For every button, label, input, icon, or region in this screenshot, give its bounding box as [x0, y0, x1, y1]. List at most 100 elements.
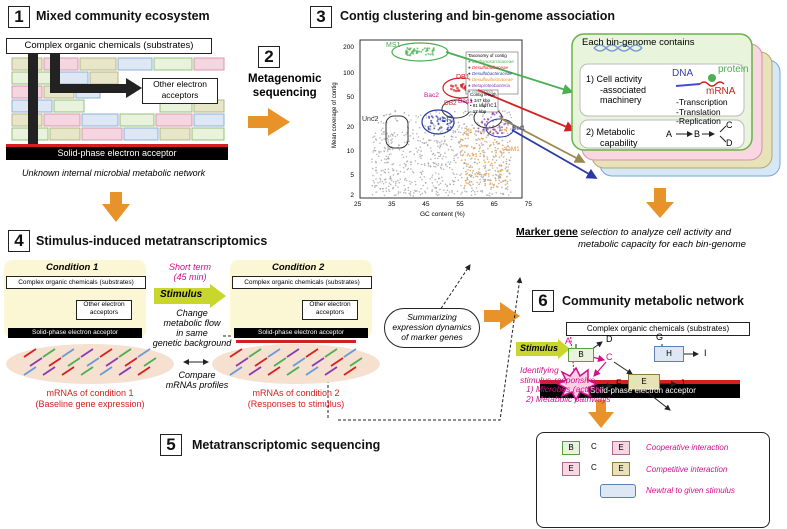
scatter-point	[441, 130, 443, 132]
scatter-point	[376, 153, 378, 156]
scatter-point	[429, 178, 432, 180]
scatter-point	[395, 169, 398, 172]
scatter-point	[397, 179, 399, 182]
scatter-point	[507, 148, 509, 151]
ecosystem-caption: Unknown internal microbial metabolic net…	[22, 168, 206, 178]
scatter-point	[403, 178, 406, 181]
scatter-point	[465, 145, 468, 148]
scatter-point	[404, 192, 407, 194]
scatter-point	[475, 187, 478, 189]
scatter-point	[510, 191, 512, 193]
scatter-point	[489, 164, 492, 167]
scatter-point	[478, 161, 481, 164]
scatter-point	[434, 125, 436, 127]
scatter-point	[472, 189, 474, 192]
marker-text-line1: selection to analyze cell activity and	[580, 227, 732, 238]
legend-item-label: Methanosarcinaceae	[471, 59, 514, 64]
scatter-point	[437, 145, 439, 148]
scatter-point	[412, 172, 415, 174]
scatter-point	[502, 180, 505, 182]
scatter-point	[492, 186, 495, 189]
scatter-point	[406, 47, 409, 49]
scatter-point	[429, 53, 432, 56]
bin-label: DM1	[506, 146, 520, 153]
scatter-point	[507, 124, 509, 126]
mrna-strand	[61, 366, 75, 376]
scatter-point	[498, 125, 501, 127]
scatter-point	[393, 132, 396, 134]
scatter-point	[481, 121, 484, 124]
scatter-point	[414, 160, 417, 162]
scatter-point	[496, 143, 499, 145]
scatter-point	[442, 142, 445, 145]
scatter-point	[503, 128, 506, 131]
scatter-point	[446, 165, 449, 168]
scatter-point	[381, 127, 384, 130]
scatter-point	[470, 146, 473, 148]
scatter-point	[373, 181, 376, 184]
mrna-strand	[23, 366, 37, 376]
scatter-point	[380, 150, 382, 153]
scatter-point	[372, 136, 374, 139]
cond1-substrates: Complex organic chemicals (substrates)	[6, 276, 146, 289]
scatter-point	[389, 148, 392, 150]
scatter-point	[500, 181, 502, 184]
scatter-point	[484, 178, 486, 181]
scatter-point	[387, 168, 390, 170]
scatter-point	[434, 162, 436, 164]
scatter-point	[506, 182, 509, 185]
item2-line1: 2) Metabolic	[586, 127, 636, 137]
scatter-point	[445, 156, 447, 158]
scatter-point	[380, 170, 383, 172]
scatter-point	[472, 176, 475, 179]
scatter-point	[480, 132, 483, 135]
scatter-point	[510, 156, 512, 159]
scatter-point	[504, 168, 507, 170]
scatter-point	[458, 124, 461, 127]
scatter-point	[426, 187, 429, 190]
scatter-point	[484, 140, 486, 143]
scatter-point	[397, 191, 400, 193]
mrna-strand	[61, 348, 75, 358]
scatter-point	[472, 169, 474, 172]
scatter-point	[373, 135, 376, 137]
scatter-point	[443, 135, 446, 138]
function-replication: -Replication	[676, 116, 721, 126]
size-item-label: 347 kbp	[473, 97, 490, 103]
scatter-point	[466, 133, 468, 136]
scatter-point	[500, 164, 503, 167]
scatter-point	[409, 47, 412, 50]
legend-node: C	[591, 463, 597, 472]
scatter-point	[494, 177, 497, 179]
scatter-point	[424, 190, 426, 193]
scatter-point	[396, 134, 399, 136]
scatter-point	[488, 175, 490, 177]
scatter-point	[451, 191, 453, 193]
scatter-point	[445, 163, 447, 165]
scatter-point	[460, 138, 462, 141]
scatter-point	[421, 154, 423, 157]
scatter-point	[487, 173, 490, 175]
bin-label: Bac2	[424, 92, 439, 99]
scatter-point	[484, 174, 487, 177]
compare-label: Compare mRNAs profiles	[160, 370, 234, 390]
scatter-point	[447, 194, 450, 197]
bin-label: Bet1	[512, 125, 526, 132]
scatter-point	[492, 132, 495, 135]
scatter-point	[432, 185, 435, 187]
scatter-point	[500, 151, 502, 153]
net-node-e: E	[628, 374, 660, 390]
scatter-point	[502, 161, 505, 164]
scatter-point	[451, 168, 454, 171]
scatter-point	[490, 144, 492, 146]
scatter-point	[510, 116, 512, 119]
scatter-point	[485, 170, 487, 172]
scatter-point	[374, 186, 376, 188]
scatter-point	[496, 186, 499, 189]
scatter-point	[380, 120, 383, 123]
scatter-point	[405, 49, 408, 52]
scatter-point	[483, 118, 486, 121]
scatter-point	[477, 130, 480, 133]
scatter-point	[438, 152, 440, 154]
